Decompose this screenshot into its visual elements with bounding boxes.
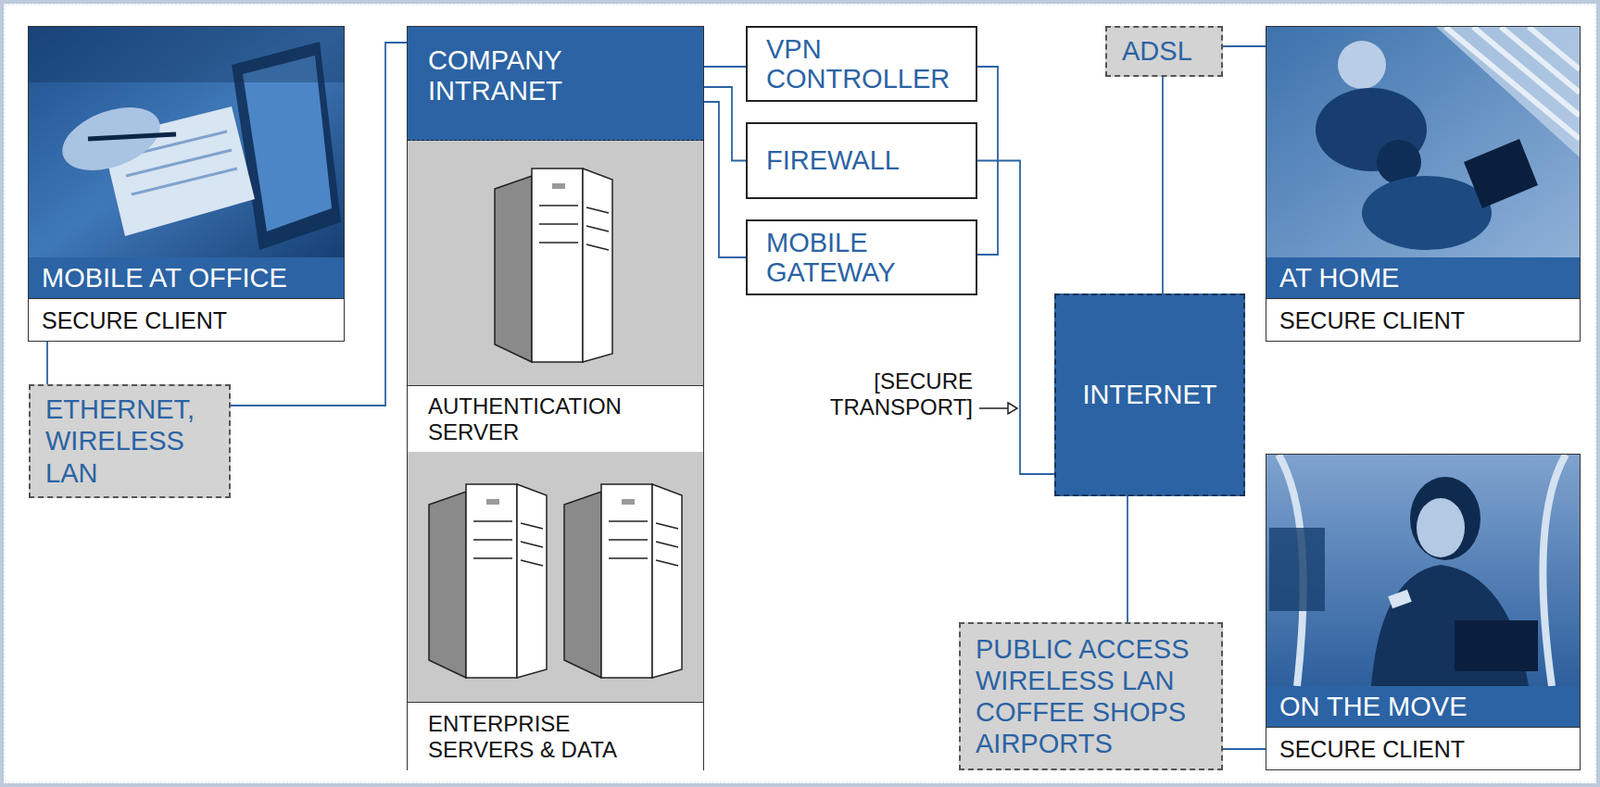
connector-line xyxy=(977,161,1055,476)
node-title: FIREWALL xyxy=(766,145,900,176)
gateway-box: FIREWALL xyxy=(745,122,978,200)
network-box: PUBLIC ACCESS WIRELESS LAN COFFEE SHOPS … xyxy=(958,622,1223,771)
server-icon xyxy=(564,484,682,679)
intranet-column: COMPANY INTRANET AUTHENTICATION SERVER ENT… xyxy=(406,25,705,771)
client-panel: AT HOMESECURE CLIENT xyxy=(1265,25,1581,342)
office-photo xyxy=(28,26,344,259)
connector-line xyxy=(704,101,746,258)
node-title: AT HOME xyxy=(1266,257,1580,299)
network-box: ETHERNET, WIRELESS LAN xyxy=(28,384,231,499)
node-title: INTERNET xyxy=(1083,379,1218,411)
pointer-arrow xyxy=(979,403,1018,415)
gateway-box: VPN CONTROLLER xyxy=(745,25,978,102)
server-field xyxy=(407,452,704,703)
connector-line xyxy=(1126,496,1129,623)
server-field xyxy=(407,140,704,386)
node-title: MOBILE GATEWAY xyxy=(766,227,958,289)
connector-line xyxy=(1222,45,1266,48)
node-title: MOBILE AT OFFICE xyxy=(28,257,344,299)
node-title: ETHERNET, WIRELESS LAN xyxy=(45,393,215,490)
node-title: ADSL xyxy=(1121,35,1193,67)
client-panel: ON THE MOVESECURE CLIENT xyxy=(1265,453,1581,771)
connector-line xyxy=(704,87,746,162)
server-label-box: ENTERPRISE SERVERS & DATA xyxy=(407,702,704,771)
node-title: COMPANY INTRANET xyxy=(407,26,704,141)
connector-line xyxy=(46,341,49,385)
node-title: ENTERPRISE SERVERS & DATA xyxy=(428,711,651,763)
client-panel: MOBILE AT OFFICESECURE CLIENT xyxy=(27,25,345,342)
gateway-box: MOBILE GATEWAY xyxy=(745,219,978,296)
callout-label: [SECURE TRANSPORT] xyxy=(807,368,973,421)
internet-cloud-box: INTERNET xyxy=(1054,293,1246,497)
travel-photo xyxy=(1266,454,1580,687)
node-subtitle: SECURE CLIENT xyxy=(1266,727,1580,770)
server-label-box: AUTHENTICATION SERVER xyxy=(407,385,704,453)
node-title: ON THE MOVE xyxy=(1266,686,1580,728)
node-subtitle: SECURE CLIENT xyxy=(1266,298,1580,341)
server-icon xyxy=(494,168,613,363)
node-title: PUBLIC ACCESS WIRELESS LAN COFFEE SHOPS … xyxy=(975,633,1207,761)
connector-line xyxy=(1161,76,1164,294)
network-box: ADSL xyxy=(1105,25,1223,77)
node-subtitle: SECURE CLIENT xyxy=(28,298,344,341)
node-title: AUTHENTICATION SERVER xyxy=(428,393,651,445)
server-icon xyxy=(428,484,547,679)
connector-line xyxy=(704,65,746,68)
home-photo xyxy=(1266,26,1580,259)
node-title: VPN CONTROLLER xyxy=(766,34,958,95)
page-frame-dots xyxy=(4,4,1596,783)
connector-line xyxy=(1222,748,1266,751)
connector-line xyxy=(230,42,407,406)
